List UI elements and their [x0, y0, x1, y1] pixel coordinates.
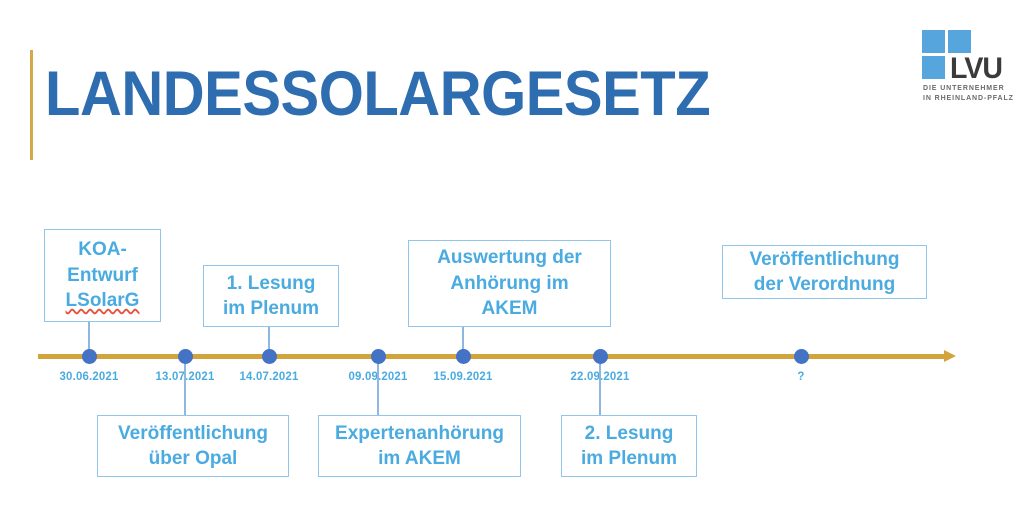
timeline-axis: [38, 354, 950, 359]
timeline-marker[interactable]: [177, 349, 193, 364]
event-box-line: Veröffentlichung: [118, 422, 268, 444]
timeline-event-box[interactable]: 1. Lesung im Plenum: [203, 265, 339, 327]
event-box-line: KOA-: [78, 239, 127, 261]
logo-square-top-left: [922, 30, 945, 53]
event-box-line: LSolarG: [65, 290, 140, 312]
timeline-date-label: 14.07.2021: [239, 369, 299, 383]
event-box-line: AKEM: [481, 298, 538, 320]
timeline-marker[interactable]: [793, 349, 809, 364]
event-connector-line: [599, 356, 601, 415]
event-box-line: über Opal: [148, 448, 238, 469]
timeline-event-box[interactable]: 2. Lesung im Plenum: [561, 415, 697, 477]
logo-tagline-line1: DIE UNTERNEHMER: [923, 85, 1005, 92]
page-title: LANDESSOLARGESETZ: [45, 59, 711, 129]
event-connector-line: [184, 356, 186, 415]
logo-square-bottom-left: [922, 56, 945, 79]
event-box-line: im Plenum: [222, 298, 320, 319]
title-accent-bar: [30, 50, 33, 160]
event-box-line: 2. Lesung: [584, 422, 674, 444]
timeline-date-label: 30.06.2021: [59, 369, 119, 383]
event-box-line: im AKEM: [378, 448, 461, 469]
event-box-line: der Verordnung: [753, 274, 896, 295]
event-box-line: im Plenum: [580, 448, 678, 469]
event-box-line: Auswertung der: [437, 247, 582, 269]
timeline-event-box[interactable]: Expertenanhörung im AKEM: [318, 415, 521, 477]
event-box-line: 1. Lesung: [226, 272, 316, 294]
event-connector-line: [268, 327, 270, 357]
event-connector-line: [88, 322, 90, 357]
lvu-logo: LVU DIE UNTERNEHMER IN RHEINLAND-PFALZ: [922, 30, 1018, 102]
logo-square-top-right: [948, 30, 971, 53]
event-box-line: Veröffentlichung: [749, 248, 900, 270]
logo-squares-icon: [922, 30, 974, 82]
timeline-marker[interactable]: [261, 349, 277, 364]
event-connector-line: [462, 327, 464, 357]
logo-tagline-line2: IN RHEINLAND-PFALZ: [923, 95, 1014, 102]
timeline-marker[interactable]: [81, 349, 97, 364]
timeline-arrowhead-icon: [944, 350, 956, 362]
event-connector-line: [377, 356, 379, 415]
event-box-line: Entwurf: [67, 264, 138, 286]
event-box-line: Expertenanhörung: [335, 422, 504, 444]
event-box-line: Anhörung im: [450, 272, 569, 294]
timeline-marker[interactable]: [592, 349, 608, 364]
timeline-marker[interactable]: [455, 349, 471, 364]
logo-wordmark: LVU: [950, 52, 1003, 85]
timeline-date-label: 15.09.2021: [433, 369, 493, 383]
timeline-date-label: ?: [797, 369, 805, 383]
timeline-event-box[interactable]: Veröffentlichung über Opal: [97, 415, 289, 477]
timeline-marker[interactable]: [370, 349, 386, 364]
timeline-event-box[interactable]: Veröffentlichung der Verordnung: [722, 245, 927, 299]
